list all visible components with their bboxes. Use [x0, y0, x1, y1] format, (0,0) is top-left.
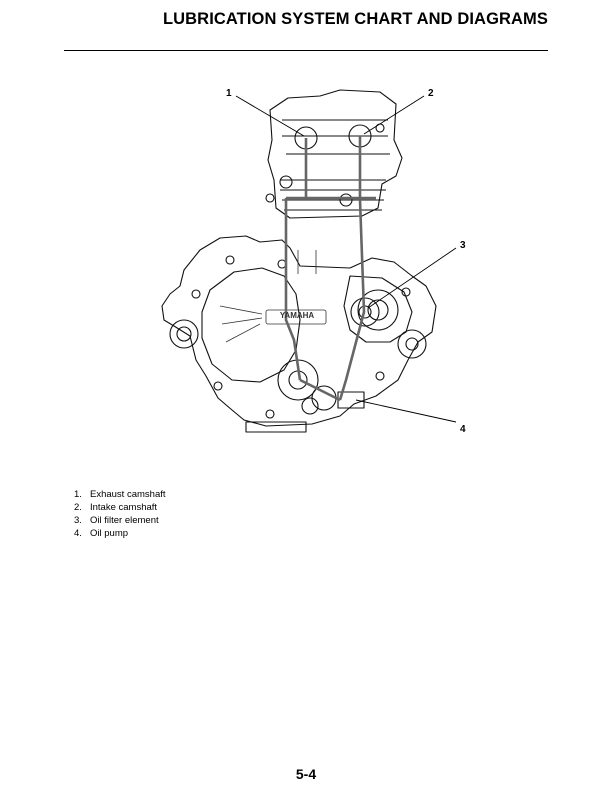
- legend-list: 1. Exhaust camshaft 2. Intake camshaft 3. O…: [74, 488, 166, 540]
- legend-label: Intake camshaft: [90, 502, 158, 513]
- page-title: LUBRICATION SYSTEM CHART AND DIAGRAMS: [162, 10, 548, 28]
- callout-2: 2: [428, 88, 434, 99]
- yamaha-emblem-text: YAMAHA: [279, 311, 315, 320]
- legend-num: 4.: [74, 528, 82, 539]
- callout-3: 3: [460, 240, 466, 251]
- legend-item: 1. Exhaust camshaft: [74, 488, 166, 501]
- engine-illustration: [161, 89, 457, 433]
- legend-label: Oil filter element: [90, 515, 159, 526]
- page-number: 5-4: [295, 766, 317, 782]
- legend-label: Oil pump: [90, 528, 129, 539]
- legend-item: 4. Oil pump: [74, 527, 166, 540]
- legend-label: Exhaust camshaft: [90, 489, 166, 500]
- callout-1: 1: [226, 88, 232, 99]
- legend-item: 3. Oil filter element: [74, 514, 166, 527]
- callout-4: 4: [460, 424, 466, 435]
- legend-item: 2. Intake camshaft: [74, 501, 166, 514]
- legend-num: 2.: [74, 502, 82, 513]
- legend-num: 3.: [74, 515, 82, 526]
- engine-lubrication-diagram: 1 2 3 4 YAMAHA: [150, 80, 480, 450]
- header-rule: [64, 50, 548, 51]
- legend-num: 1.: [74, 489, 82, 500]
